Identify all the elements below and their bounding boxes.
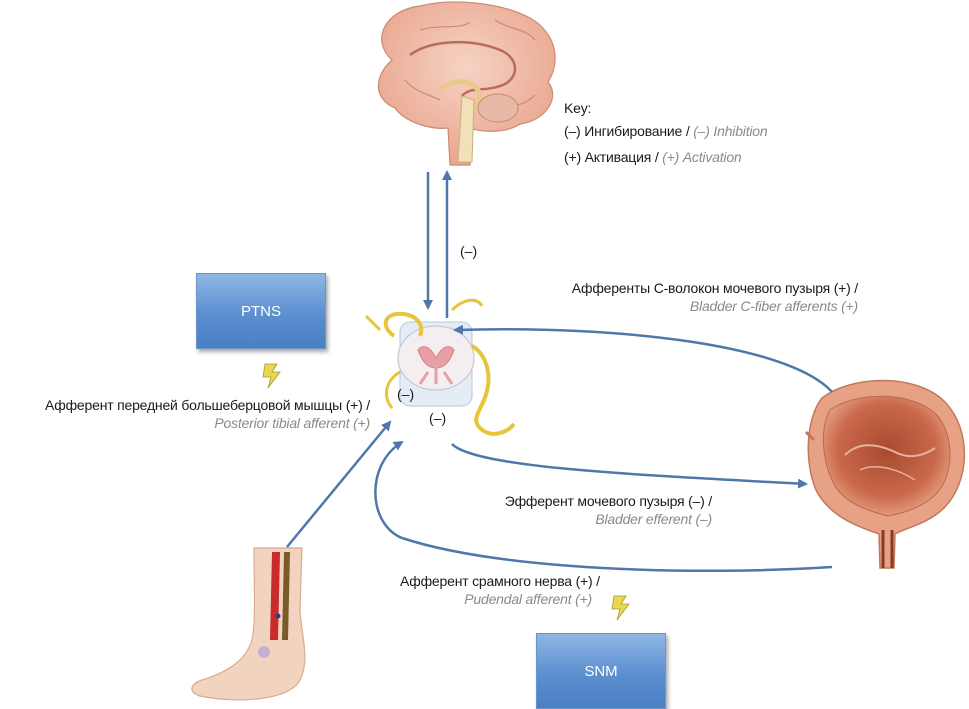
bladder-c-fiber-arrow	[455, 329, 832, 392]
brain-illustration	[378, 2, 555, 165]
key-inhibition-en: (–) Inhibition	[693, 123, 767, 139]
cord-bottom-sign: (–)	[429, 410, 446, 426]
bladder-c-fiber-ru: Афференты С-волокон мочевого пузыря (+) …	[540, 279, 858, 297]
pudendal-en: Pudendal afferent (+)	[400, 590, 592, 608]
cord-left-sign: (–)	[397, 386, 414, 402]
tibial-ru: Афферент передней большеберцовой мышцы (…	[8, 396, 370, 414]
pudendal-ru: Афферент срамного нерва (+) /	[400, 572, 592, 590]
key-activation-ru: (+) Активация /	[564, 149, 662, 165]
stimulation-bolt-icon	[612, 596, 629, 620]
key-activation: (+) Активация / (+) Activation	[564, 148, 742, 166]
key-inhibition-ru: (–) Ингибирование /	[564, 123, 693, 139]
tibial-label: Афферент передней большеберцовой мышцы (…	[8, 396, 370, 432]
ptns-box: PTNS	[196, 273, 326, 349]
leg-illustration	[192, 548, 305, 700]
stimulation-bolt-icon	[263, 364, 280, 388]
bladder-efferent-ru: Эфферент мочевого пузыря (–) /	[500, 492, 712, 510]
key-title: Key:	[564, 99, 591, 117]
pudendal-label: Афферент срамного нерва (+) / Pudendal a…	[400, 572, 592, 608]
bladder-illustration	[806, 381, 964, 569]
key-activation-en: (+) Activation	[662, 149, 741, 165]
snm-box: SNM	[536, 633, 666, 709]
bladder-efferent-en: Bladder efferent (–)	[500, 510, 712, 528]
bladder-efferent-label: Эфферент мочевого пузыря (–) / Bladder e…	[500, 492, 712, 528]
key-inhibition: (–) Ингибирование / (–) Inhibition	[564, 122, 767, 140]
bladder-c-fiber-en: Bladder C-fiber afferents (+)	[540, 297, 858, 315]
tibial-en: Posterior tibial afferent (+)	[8, 414, 370, 432]
brain-inhibition-sign: (–)	[460, 243, 477, 259]
bladder-efferent-arrow	[452, 444, 806, 484]
bladder-c-fiber-label: Афференты С-волокон мочевого пузыря (+) …	[540, 279, 858, 315]
